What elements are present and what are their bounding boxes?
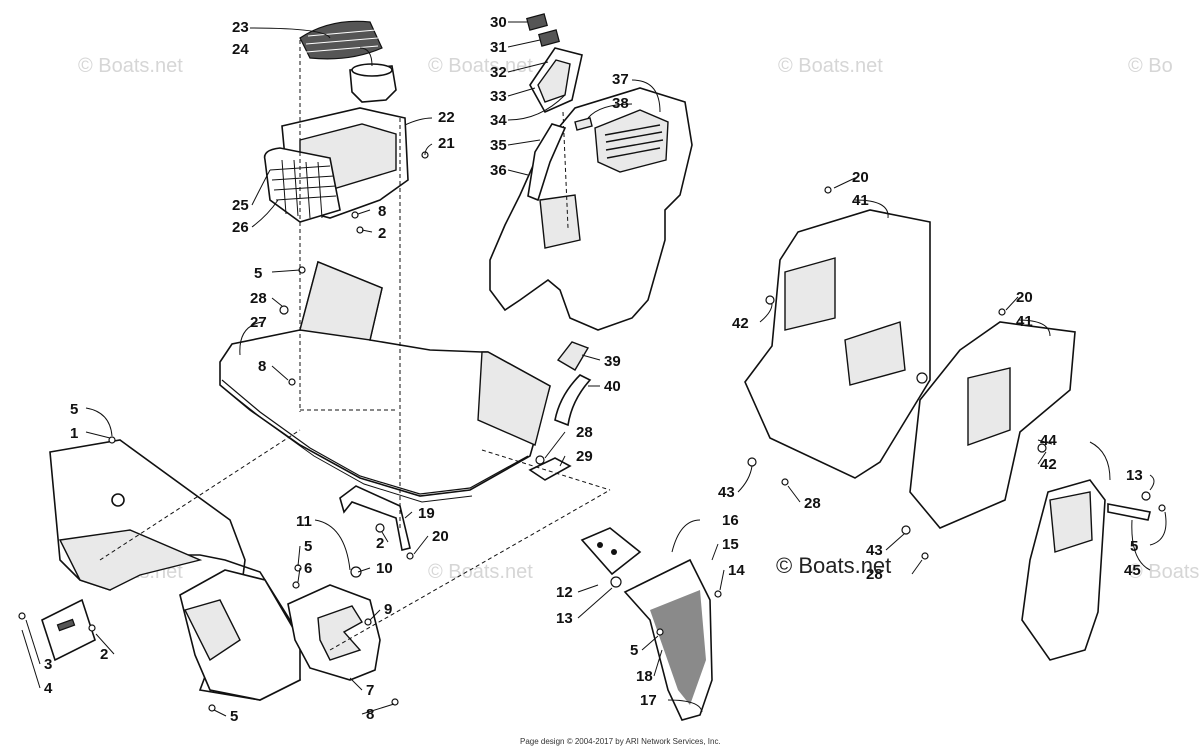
callout-2: 2 [100, 646, 108, 663]
callout-5: 5 [70, 401, 78, 418]
leader-lines [21, 21, 1167, 717]
callout-43: 43 [718, 484, 735, 501]
callout-22: 22 [438, 109, 455, 126]
callout-43: 43 [866, 542, 883, 559]
part-29-bracket [528, 457, 572, 481]
callout-11: 11 [296, 513, 312, 530]
callout-28: 28 [250, 290, 267, 307]
part-45-bracket [1107, 503, 1151, 521]
callout-3: 3 [44, 656, 52, 673]
watermark-layer: © Boats.net © Boats.net © Boats.net © Bo… [78, 55, 1200, 583]
callout-42: 42 [732, 315, 749, 332]
alignment-lines [99, 40, 611, 651]
callout-31: 31 [490, 39, 507, 56]
callout-20: 20 [1016, 289, 1033, 306]
callout-28: 28 [576, 424, 593, 441]
callout-15: 15 [722, 536, 739, 553]
callout-21: 21 [438, 135, 455, 152]
callout-5: 5 [630, 642, 638, 659]
watermark: © Boats.net [778, 55, 883, 77]
part-33-switch-panel [529, 47, 583, 114]
callout-30: 30 [490, 14, 507, 31]
watermark: © Boats.net [428, 561, 533, 583]
callout-1: 1 [70, 425, 78, 442]
callout-5: 5 [254, 265, 262, 282]
part-12-bracket [580, 527, 642, 576]
callout-8: 8 [258, 358, 266, 375]
part-39-clip [556, 341, 590, 371]
callout-41: 41 [852, 192, 869, 209]
watermark: © Boats.net [1128, 561, 1200, 583]
callout-24: 24 [232, 41, 249, 58]
watermark: © Boats.net [428, 55, 533, 77]
callout-26: 26 [232, 219, 249, 236]
callout-32: 32 [490, 64, 507, 81]
callout-18: 18 [636, 668, 653, 685]
callout-25: 25 [232, 197, 249, 214]
part-24-cup-holder [349, 63, 397, 103]
callout-20: 20 [852, 169, 869, 186]
part-40-trim [554, 374, 592, 427]
part-19-bracket [339, 485, 411, 551]
part-7-side-bracket [287, 584, 381, 681]
callout-2: 2 [378, 225, 386, 242]
callout-5: 5 [230, 708, 238, 725]
callout-20: 20 [432, 528, 449, 545]
callout-10: 10 [376, 560, 393, 577]
part-41-storage-box-lower [909, 321, 1076, 529]
callout-5: 5 [304, 538, 312, 555]
part-1-rear-panel [49, 439, 301, 701]
callout-7: 7 [366, 682, 374, 699]
part-38-decal [574, 117, 593, 131]
part-3-plate [41, 598, 96, 662]
callout-41: 41 [1016, 313, 1033, 330]
footer-copyright: Page design © 2004-2017 by ARI Network S… [520, 737, 721, 746]
callout-37: 37 [612, 71, 629, 88]
part-37-dash-cover [489, 87, 693, 331]
part-35-trim [527, 123, 567, 202]
callout-19: 19 [418, 505, 435, 522]
watermark-prominent: © Boats.net [776, 553, 891, 578]
watermark: © Boats.net [78, 55, 183, 77]
part-44-side-trim [1021, 479, 1106, 661]
callout-45: 45 [1124, 562, 1141, 579]
callout-23: 23 [232, 19, 249, 36]
callout-28: 28 [866, 566, 883, 583]
watermark: © Bo [1128, 55, 1173, 77]
callout-5: 5 [1130, 538, 1138, 555]
part-30-switch [526, 13, 560, 47]
part-27-floor-pan [219, 260, 551, 503]
callout-39: 39 [604, 353, 621, 370]
callout-4: 4 [44, 680, 53, 697]
callout-2: 2 [376, 535, 384, 552]
callout-35: 35 [490, 137, 507, 154]
callout-33: 33 [490, 88, 507, 105]
part-16-mud-flap [623, 558, 713, 721]
callout-38: 38 [612, 95, 629, 112]
callout-14: 14 [728, 562, 745, 579]
callout-13: 13 [1126, 467, 1143, 484]
callout-8: 8 [366, 706, 374, 723]
callout-17: 17 [640, 692, 657, 709]
callout-40: 40 [604, 378, 621, 395]
callout-42: 42 [1040, 456, 1057, 473]
callout-27: 27 [250, 314, 267, 331]
part-23-grille [299, 20, 383, 60]
callout-8: 8 [378, 203, 386, 220]
callout-28: 28 [804, 495, 821, 512]
callout-6: 6 [304, 560, 312, 577]
callout-layer: 23 24 22 21 25 26 8 2 30 31 32 33 34 35 … [44, 14, 1143, 725]
callout-12: 12 [556, 584, 573, 601]
part-41-storage-box [744, 209, 931, 479]
callout-44: 44 [1040, 432, 1057, 449]
part-22-console [263, 107, 409, 223]
callout-29: 29 [576, 448, 593, 465]
callout-36: 36 [490, 162, 507, 179]
callout-16: 16 [722, 512, 739, 529]
callout-13: 13 [556, 610, 573, 627]
callout-34: 34 [490, 112, 507, 129]
callout-9: 9 [384, 601, 392, 618]
